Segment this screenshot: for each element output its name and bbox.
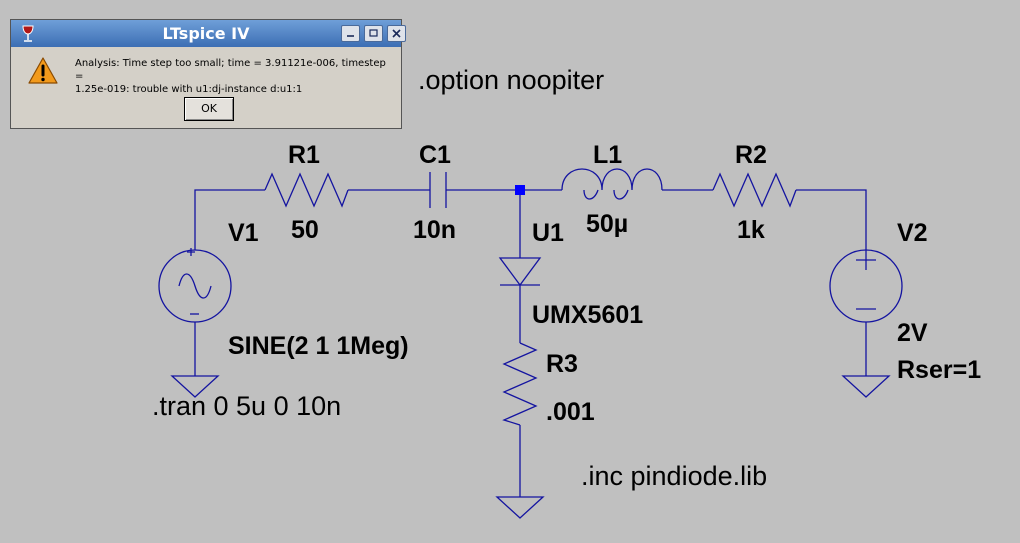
ok-button[interactable]: OK	[184, 97, 234, 121]
voltage-source-v1[interactable]	[158, 248, 232, 323]
resistor-r1[interactable]	[264, 172, 349, 208]
close-button[interactable]	[387, 25, 406, 42]
wire-v1-r1[interactable]	[194, 189, 265, 250]
ground-symbol-v2[interactable]	[841, 375, 891, 398]
l1-value-label[interactable]: 50µ	[586, 210, 628, 238]
v1-value-label[interactable]: SINE(2 1 1Meg)	[228, 332, 409, 360]
ground-symbol-u1[interactable]	[495, 496, 545, 519]
u1-value-label[interactable]: UMX5601	[532, 301, 643, 329]
diode-u1[interactable]	[498, 257, 542, 287]
r3-value-label[interactable]: .001	[546, 398, 595, 426]
c1-value-label[interactable]: 10n	[413, 216, 456, 244]
c1-name-label[interactable]: C1	[419, 141, 451, 169]
warning-icon	[27, 56, 59, 91]
minimize-button[interactable]	[341, 25, 360, 42]
option-directive[interactable]: .option noopiter	[418, 65, 604, 95]
v2-value-label[interactable]: 2V	[897, 319, 928, 347]
dialog-title: LTspice IV	[162, 24, 250, 43]
l1-name-label[interactable]: L1	[593, 141, 622, 169]
dialog-titlebar[interactable]: LTspice IV	[11, 20, 406, 47]
dialog-message-line2: 1.25e-019: trouble with u1:dj-instance d…	[75, 84, 303, 95]
dialog-message-line1: Analysis: Time step too small; time = 3.…	[75, 58, 386, 82]
resistor-r3[interactable]	[502, 342, 538, 426]
maximize-button[interactable]	[364, 25, 383, 42]
r1-name-label[interactable]: R1	[288, 141, 320, 169]
close-icon	[392, 29, 401, 38]
u1-name-label[interactable]: U1	[532, 219, 564, 247]
dialog-message: Analysis: Time step too small; time = 3.…	[75, 57, 395, 96]
r2-value-label[interactable]: 1k	[737, 216, 765, 244]
wire-r2-v2[interactable]	[796, 189, 867, 250]
inductor-l1[interactable]	[561, 168, 663, 200]
voltage-source-v2[interactable]	[829, 249, 903, 323]
r2-name-label[interactable]: R2	[735, 141, 767, 169]
error-dialog: LTspice IV Analysis: Time step too small…	[10, 19, 406, 129]
junction-dot[interactable]	[515, 185, 525, 195]
maximize-icon	[369, 29, 378, 37]
tran-directive[interactable]: .tran 0 5u 0 10n	[152, 391, 341, 421]
wine-glass-icon	[21, 25, 35, 43]
v1-name-label[interactable]: V1	[228, 219, 259, 247]
r3-name-label[interactable]: R3	[546, 350, 578, 378]
r1-value-label[interactable]: 50	[291, 216, 319, 244]
v2-rser-label[interactable]: Rser=1	[897, 356, 981, 384]
capacitor-c1[interactable]	[429, 172, 447, 208]
ground-symbol-v1[interactable]	[170, 375, 220, 398]
minimize-icon	[347, 35, 354, 37]
resistor-r2[interactable]	[712, 172, 797, 208]
inc-directive[interactable]: .inc pindiode.lib	[581, 461, 767, 491]
v2-name-label[interactable]: V2	[897, 219, 928, 247]
